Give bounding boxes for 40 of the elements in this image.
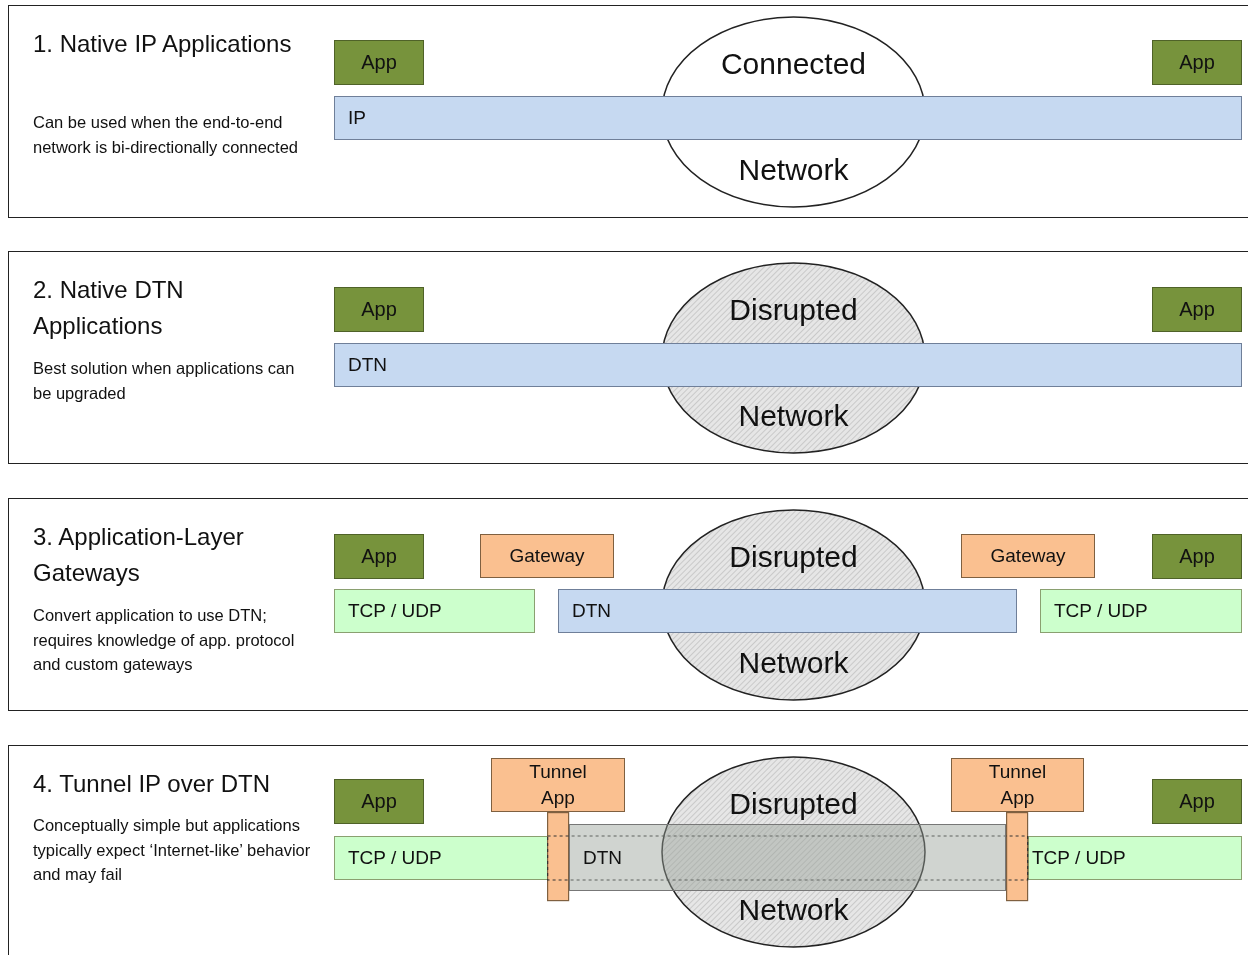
app-box: App [334, 534, 424, 579]
panel-heading: 2. Native DTN Applications [33, 275, 185, 341]
network-label: Disrupted [729, 539, 858, 575]
app-box: App [1152, 534, 1242, 579]
panel [8, 745, 1248, 955]
network-label: Disrupted [729, 292, 858, 328]
app-box: App [334, 40, 424, 85]
app-box: App [1152, 40, 1242, 85]
panel [8, 251, 1248, 464]
app-box: App [334, 287, 424, 332]
gateway-box: Tunnel App [491, 758, 625, 812]
panel-description: Conceptually simple but applications typically expect ‘Internet-like’ behavior and may fail [33, 815, 312, 885]
panel-description: Convert application to use DTN; requires knowledge of app. protocol and custom gateways [33, 605, 296, 675]
panel-heading: 3. Application-Layer Gateways [33, 522, 245, 588]
protocol-layer-bar: TCP / UDP [334, 836, 548, 880]
network-label: Network [738, 152, 849, 188]
panel-heading: 4. Tunnel IP over DTN [33, 769, 271, 799]
app-box: App [1152, 287, 1242, 332]
network-label: Network [738, 892, 849, 928]
protocol-layer-bar: DTN [569, 824, 1006, 891]
protocol-layer-bar: TCP / UDP [1040, 589, 1242, 633]
gateway-box: Tunnel App [951, 758, 1084, 812]
panel-description: Best solution when applications can be upgraded [33, 358, 296, 404]
panel-heading: 1. Native IP Applications [33, 29, 293, 59]
panel [8, 498, 1248, 711]
gateway-box: Gateway [961, 534, 1095, 578]
protocol-layer-bar: DTN [558, 589, 1017, 633]
protocol-layer-bar: DTN [334, 343, 1242, 387]
network-label: Connected [720, 46, 867, 82]
network-label: Network [738, 645, 849, 681]
network-label: Network [738, 398, 849, 434]
gateway-box: Gateway [480, 534, 614, 578]
panel-description: Can be used when the end-to-end network is bi-directionally connected [33, 112, 300, 158]
panel [8, 5, 1248, 218]
network-label: Disrupted [729, 786, 858, 822]
protocol-layer-bar: TCP / UDP [334, 589, 535, 633]
app-box: App [1152, 779, 1242, 824]
protocol-layer-bar: TCP / UDP [1028, 836, 1242, 880]
protocol-layer-bar: IP [334, 96, 1242, 140]
app-box: App [334, 779, 424, 824]
